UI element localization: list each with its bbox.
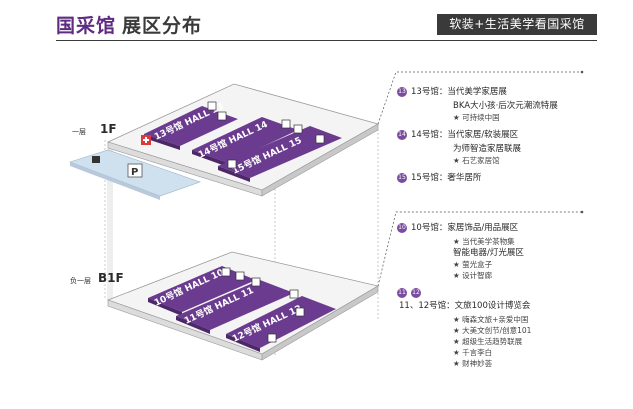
legend-line: 为师智造家居联展 xyxy=(453,144,522,154)
legend-brand: ★ 大美文创节/创意101 xyxy=(453,326,532,335)
header-divider xyxy=(56,40,597,41)
legend-item-11-12-badges: 11 12 xyxy=(397,287,531,298)
hall-number-badge: 14 xyxy=(397,130,407,140)
legend-brand: ★ 石艺家居馆 xyxy=(453,156,500,165)
legend-line: 智能电器/灯光展区 xyxy=(453,248,524,258)
floor-b1f-label: B1F xyxy=(98,271,124,285)
hall-number-badge: 12 xyxy=(411,288,421,298)
leader-end-dot xyxy=(580,70,584,74)
parking-gate-icon xyxy=(92,156,100,163)
legend-title: 15号馆：奢华居所 xyxy=(411,173,482,183)
legend-brand: ★ 千言李白 xyxy=(453,348,493,357)
legend-title: 14号馆：当代家居/软装展区 xyxy=(411,130,519,140)
lower-floor-legend: 10 10号馆：家居饰品/用品展区 ★ 当代美学茶物集 智能电器/灯光展区 ★ … xyxy=(397,222,531,369)
hall-number-badge: 15 xyxy=(397,173,407,183)
title-text: 展区分布 xyxy=(122,14,203,37)
legend-line: BKA大小孩·后次元潮流特展 xyxy=(453,101,558,111)
legend-title: 11、12号馆：文旅100设计博览会 xyxy=(399,301,531,311)
parking-icon: P xyxy=(127,163,143,178)
parking-label: P xyxy=(131,167,138,178)
hall-number-badge: 10 xyxy=(397,223,407,233)
floor-1f-label: 1F xyxy=(100,122,117,136)
legend-leader-lines xyxy=(377,71,582,287)
legend-item-14: 14 14号馆：当代家居/软装展区 xyxy=(397,129,558,141)
hall-number-badge: 11 xyxy=(397,288,407,298)
legend-item-11-12: 11、12号馆：文旅100设计博览会 xyxy=(397,300,531,312)
legend-item-10: 10 10号馆：家居饰品/用品展区 xyxy=(397,222,531,234)
leader-end-dot xyxy=(580,210,584,214)
legend-brand: ★ 财神妙荟 xyxy=(453,359,493,368)
legend-title: 13号馆：当代美学家居展 xyxy=(411,87,507,97)
page-title: 国采馆 展区分布 xyxy=(56,10,202,38)
legend-brand: ★ 可持续中国 xyxy=(453,113,500,122)
hall-number-badge: 13 xyxy=(397,87,407,97)
legend-brand: ★ 萤光盒子 xyxy=(453,260,493,269)
legend-item-15: 15 15号馆：奢华居所 xyxy=(397,172,558,184)
legend-brand: ★ 当代美学茶物集 xyxy=(453,237,515,246)
legend-item-13: 13 13号馆：当代美学家居展 xyxy=(397,86,558,98)
upper-floor-legend: 13 13号馆：当代美学家居展 BKA大小孩·后次元潮流特展 ★ 可持续中国 1… xyxy=(397,86,558,186)
facility-icons-b1f xyxy=(221,267,305,343)
facility-icons-1f xyxy=(207,101,325,169)
theme-badge: 软装+生活美学看国采馆 xyxy=(437,14,597,35)
first-aid-icon xyxy=(141,135,151,145)
legend-brand: ★ 超级生活趋势联展 xyxy=(453,337,523,346)
legend-brand: ★ 设计智廊 xyxy=(453,271,493,280)
title-brand: 国采馆 xyxy=(56,14,117,37)
legend-title: 10号馆：家居饰品/用品展区 xyxy=(411,223,519,233)
floor-b1f-sublabel: 负一层 xyxy=(70,277,91,285)
legend-brand: ★ 嗨森文旅+亲爱中国 xyxy=(453,315,529,324)
floor-1f-sublabel: 一层 xyxy=(72,128,86,136)
